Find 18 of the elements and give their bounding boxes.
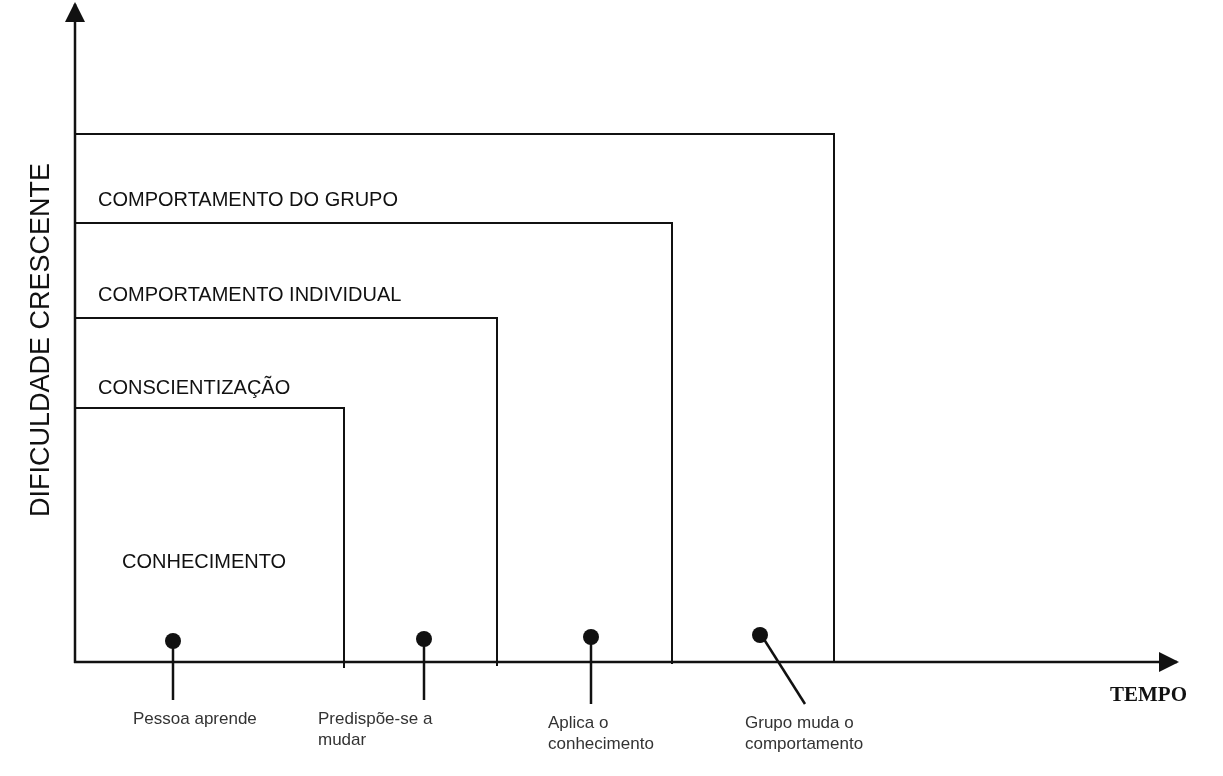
step-heading: COMPORTAMENTO INDIVIDUAL [98,283,402,306]
dot-marker [752,627,768,643]
leader-line [763,639,807,705]
y-axis-title: DIFICULDADE CRESCENTE [24,163,56,517]
step-box [75,407,345,668]
dot-marker [583,629,599,645]
step-heading: CONHECIMENTO [122,550,287,573]
dot-marker [416,631,432,647]
stage-caption: Pessoa aprende [133,709,257,728]
step-box [75,317,498,666]
dot-marker [165,633,181,649]
step-heading: CONSCIENTIZAÇÃO [98,376,291,399]
stage-caption: Predispõe-se a mudar [318,709,433,749]
x-axis-title: TEMPO [1110,682,1187,707]
stage-caption: Grupo muda o comportamento [745,713,864,753]
step-heading: COMPORTAMENTO DO GRUPO [98,188,399,211]
stage-caption: Aplica o conhecimento [548,713,654,753]
leader-line [589,641,593,704]
